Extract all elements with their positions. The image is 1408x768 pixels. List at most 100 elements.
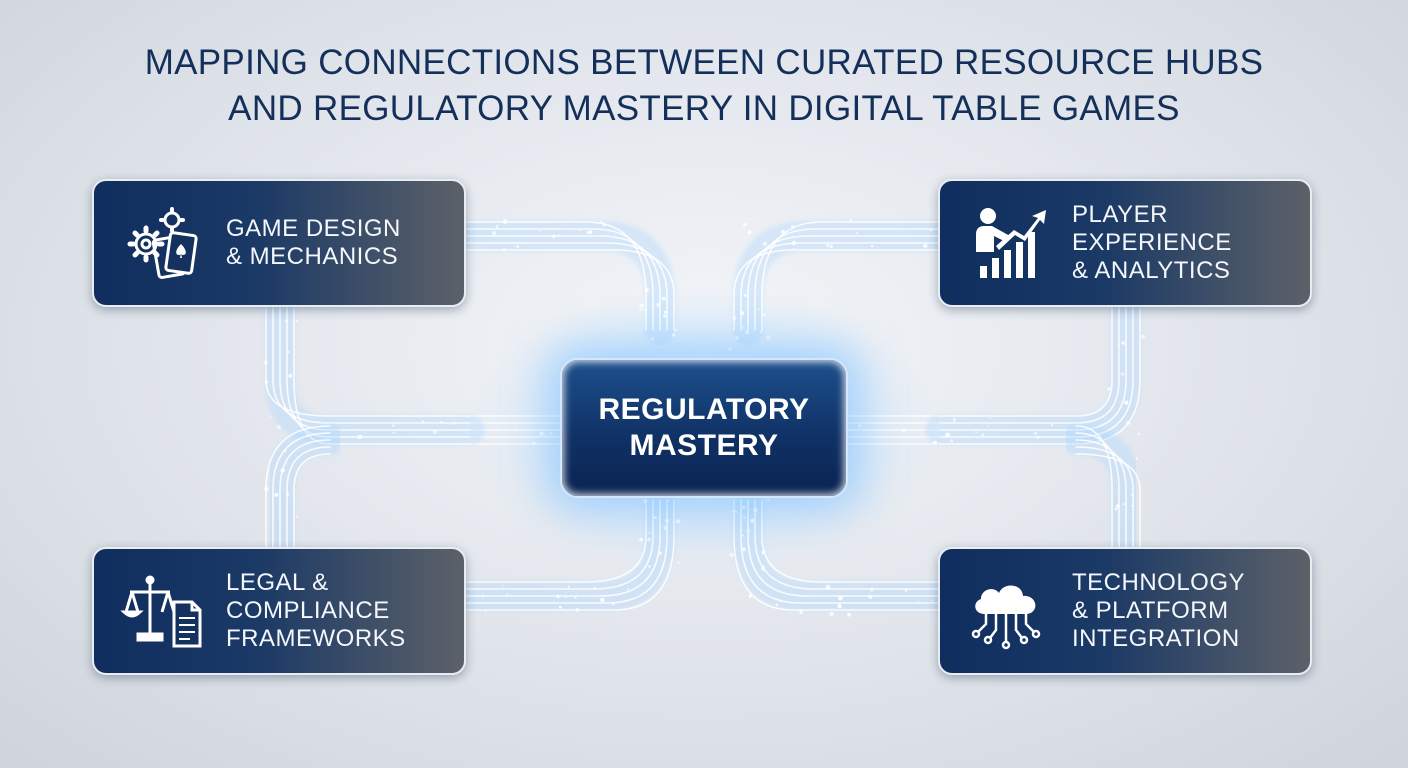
spark-dot: [654, 516, 657, 519]
spark-dot: [539, 229, 542, 232]
spark-dot: [743, 293, 747, 297]
spark-dot: [392, 431, 395, 434]
hub-player-line-2: EXPERIENCE: [1072, 229, 1232, 256]
hub-game-line-1: GAME DESIGN: [226, 215, 401, 242]
spark-dot: [929, 228, 933, 232]
hub-technology-platform[interactable]: TECHNOLOGY & PLATFORM INTEGRATION: [938, 547, 1312, 675]
spark-dot: [288, 373, 293, 378]
spark-dot: [849, 219, 853, 222]
spark-dot: [1130, 493, 1133, 496]
spark-dot: [405, 414, 407, 417]
spark-dot: [539, 431, 544, 436]
spark-dot: [506, 593, 509, 595]
spark-dot: [799, 610, 803, 614]
spark-dot: [567, 585, 570, 588]
hub-player-experience[interactable]: PLAYER EXPERIENCE & ANALYTICS: [938, 179, 1312, 307]
hub-game-design[interactable]: GAME DESIGN & MECHANICS: [92, 179, 466, 307]
connector-line: [279, 439, 331, 548]
spark-dot: [452, 422, 455, 425]
spark-dot: [1036, 435, 1040, 439]
spark-dot: [748, 594, 752, 598]
spark-dot: [502, 248, 506, 252]
hub-tech-line-1: TECHNOLOGY: [1072, 569, 1246, 596]
spark-dot: [644, 288, 649, 293]
spark-dot: [647, 537, 651, 542]
spark-dot: [745, 306, 747, 308]
spark-dot: [753, 507, 758, 513]
spark-dot: [263, 360, 268, 365]
spark-dot: [661, 296, 666, 301]
spark-dot: [987, 425, 990, 428]
spark-dot: [286, 493, 290, 496]
connector-line: [740, 499, 939, 604]
spark-dot: [283, 449, 286, 453]
spark-dot: [664, 518, 670, 523]
spark-dot: [593, 586, 597, 589]
spark-dot: [739, 311, 745, 316]
spark-dot: [1126, 421, 1130, 426]
spark-dot: [663, 525, 668, 530]
spark-dot: [762, 241, 768, 246]
spark-dot: [745, 330, 750, 335]
hub-legal-compliance[interactable]: LEGAL & COMPLIANCE FRAMEWORKS: [92, 547, 466, 675]
spark-dot: [649, 532, 651, 535]
spark-dot: [952, 418, 957, 422]
spark-dot: [559, 605, 562, 609]
spark-dot: [432, 429, 438, 434]
spark-dot: [945, 432, 950, 438]
spark-dot: [639, 537, 644, 542]
spark-dot: [285, 319, 288, 322]
spark-dot: [746, 322, 749, 324]
spark-dot: [639, 306, 643, 311]
title-line-1: MAPPING CONNECTIONS BETWEEN CURATED RESO…: [144, 43, 1264, 82]
spark-dot: [1135, 457, 1138, 460]
spark-dot: [1124, 400, 1129, 405]
spark-dot: [747, 230, 752, 235]
spark-dot: [829, 244, 833, 248]
spark-dot: [732, 315, 737, 320]
spark-dot: [656, 303, 661, 308]
spark-dot: [731, 510, 734, 513]
spark-dot: [778, 599, 782, 603]
spark-dot: [643, 308, 646, 311]
spark-dot: [792, 247, 795, 250]
connector-line: [286, 446, 331, 548]
spark-dot: [440, 421, 443, 424]
connector-line: [465, 499, 668, 604]
spark-dot: [1122, 503, 1125, 506]
spark-dot: [838, 596, 843, 601]
spark-dot: [931, 599, 933, 602]
spark-dot: [392, 424, 395, 427]
spark-dot: [549, 432, 553, 435]
connector-line: [465, 249, 675, 331]
spark-dot: [870, 244, 874, 248]
spark-dot: [735, 336, 739, 340]
spark-dot: [264, 486, 269, 492]
center-line-2: MASTERY: [629, 429, 779, 462]
hub-tech-line-3: INTEGRATION: [1072, 625, 1240, 652]
spark-dot: [856, 232, 859, 235]
spark-dot: [1120, 372, 1125, 376]
connector-line: [733, 499, 939, 611]
spark-dot: [904, 589, 908, 592]
spark-dot: [658, 551, 662, 555]
spark-dot: [287, 351, 290, 353]
spark-dot: [858, 424, 862, 427]
center-node[interactable]: REGULATORY MASTERY: [560, 358, 848, 498]
spark-dot: [741, 505, 746, 510]
spark-dot: [588, 230, 593, 235]
spark-dot: [665, 499, 667, 502]
connector-line: [754, 499, 939, 590]
spark-dot: [586, 231, 590, 234]
spark-dot: [280, 468, 286, 473]
spark-dot: [826, 243, 830, 247]
spark-dot: [1121, 341, 1125, 345]
spark-dot: [758, 308, 760, 311]
spark-dot: [766, 498, 770, 502]
connector-line: [465, 499, 661, 597]
spark-dot: [1033, 431, 1038, 436]
spark-dot: [1137, 432, 1141, 436]
spark-dot: [516, 244, 520, 249]
spark-dot: [923, 243, 928, 248]
